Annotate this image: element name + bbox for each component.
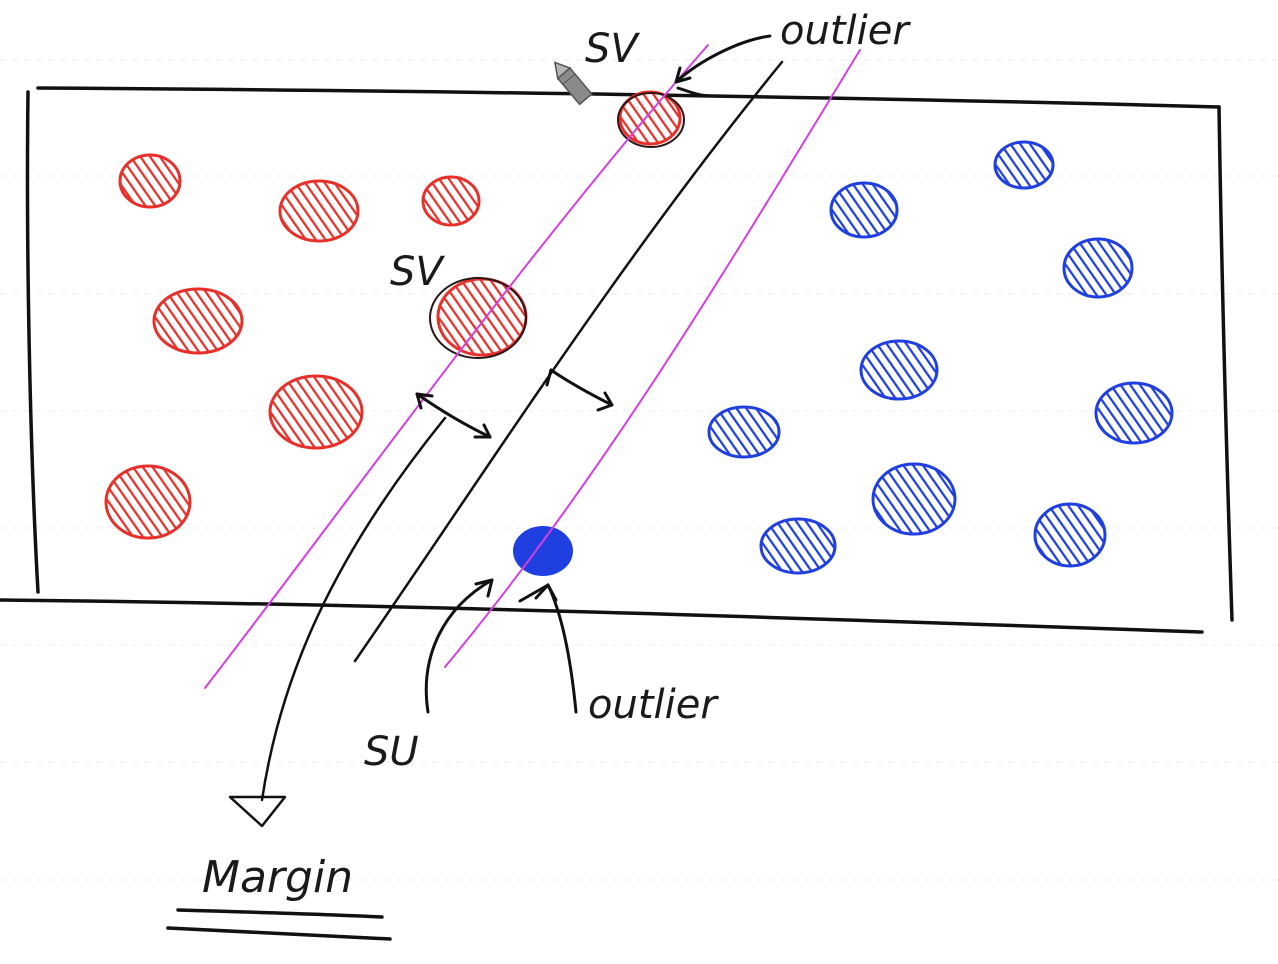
blue-point-outlier xyxy=(513,526,573,576)
label-sv-mid: SV xyxy=(390,249,445,295)
pencil-cursor-icon xyxy=(553,61,593,106)
label-sv-bottom: SU xyxy=(364,729,419,775)
outlier-tick-top xyxy=(676,86,714,98)
margin-pointer-arrow xyxy=(228,416,447,828)
margin-width-arrows xyxy=(415,368,614,439)
red-point xyxy=(118,153,182,209)
bottom-pointer-arrows xyxy=(424,578,578,714)
blue-point xyxy=(1033,502,1107,568)
label-margin: Margin xyxy=(202,852,353,903)
red-point xyxy=(268,374,364,450)
red-point xyxy=(278,179,360,243)
decision-boundary xyxy=(353,60,784,663)
blue-point xyxy=(1062,237,1134,299)
support-vector-outlines xyxy=(429,92,685,359)
label-outlier-bottom: outlier xyxy=(588,682,719,728)
margin-underline xyxy=(166,908,392,941)
red-point xyxy=(421,175,481,227)
label-sv-top: SV xyxy=(585,26,640,72)
blue-point xyxy=(829,181,899,239)
blue-class-points xyxy=(707,140,1174,575)
blue-point xyxy=(1094,381,1174,445)
margin-lines xyxy=(204,44,861,689)
blue-point xyxy=(707,405,781,459)
blue-point xyxy=(859,339,939,401)
blue-point xyxy=(871,462,957,536)
red-point xyxy=(104,464,192,540)
notebook-ruling xyxy=(0,59,1278,881)
red-point xyxy=(152,287,244,355)
label-outlier-top: outlier xyxy=(780,8,911,54)
blue-point xyxy=(759,517,837,575)
outlier-pointer-top xyxy=(674,34,772,84)
blue-point xyxy=(993,140,1055,190)
